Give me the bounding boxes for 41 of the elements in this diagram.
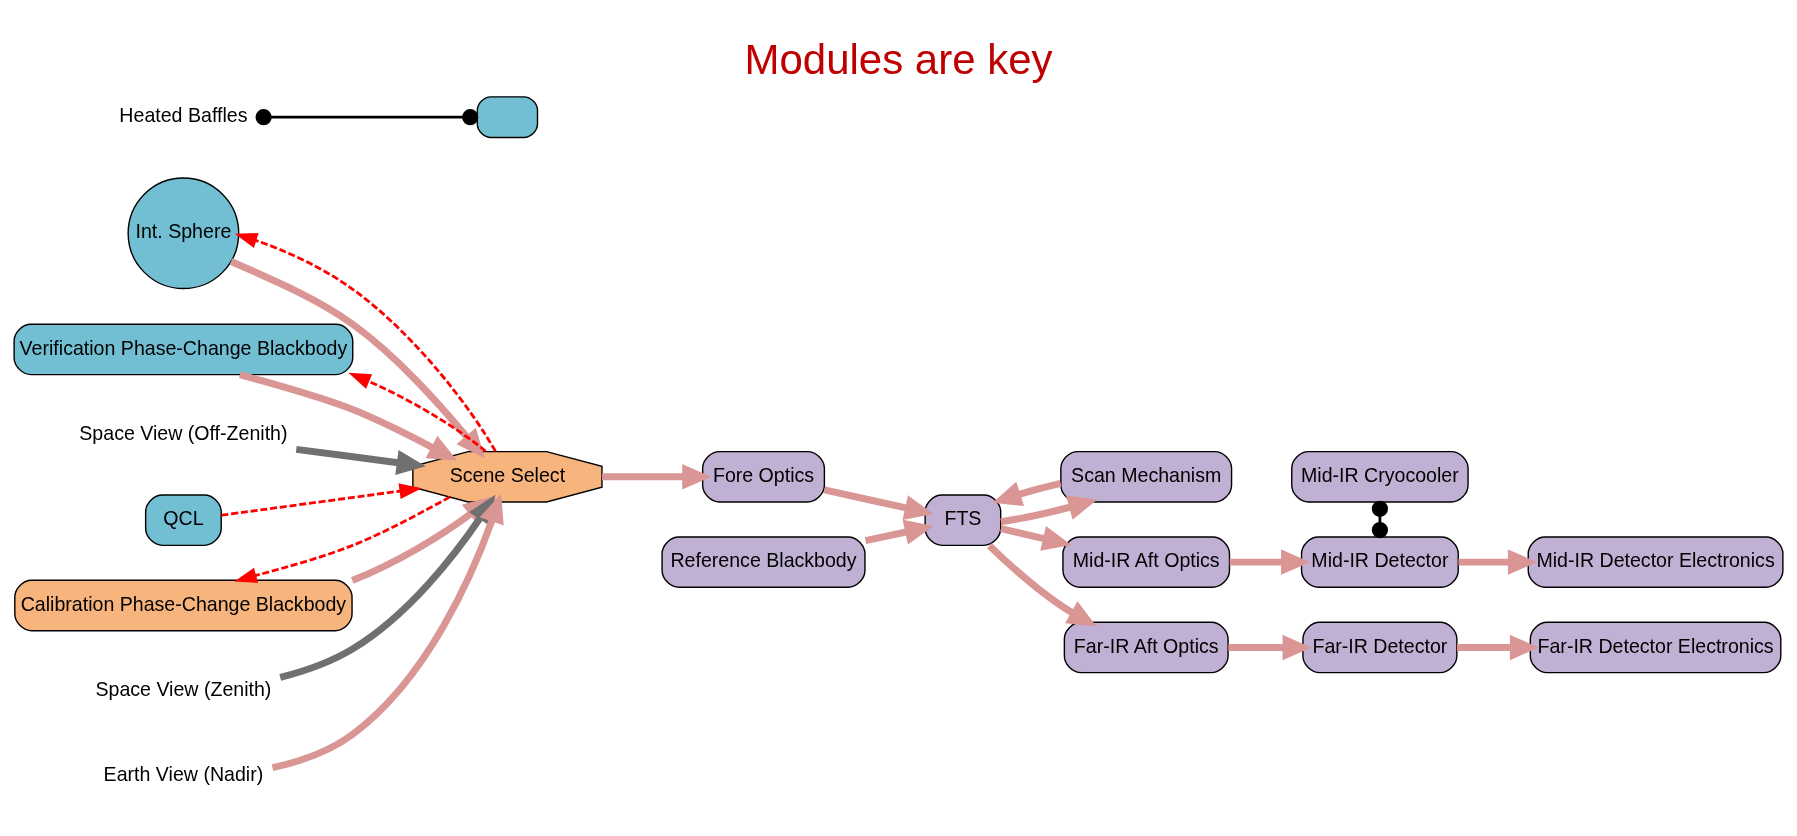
node-box: Verification Phase-Change Blackbody [13, 323, 354, 376]
arrow [1456, 634, 1539, 661]
node-text: Space View (Off-Zenith) [79, 421, 288, 444]
arrow [602, 464, 712, 490]
arrow [992, 480, 1062, 507]
arrow [239, 371, 458, 461]
node-circle: Int. Sphere [127, 177, 240, 290]
arrow [221, 483, 422, 517]
node-box: Calibration Phase-Change Blackbody [14, 579, 353, 632]
arrow [987, 543, 1097, 627]
node-text: Space View (Zenith) [95, 678, 272, 701]
connector [1371, 500, 1388, 539]
arrow [234, 233, 497, 453]
node-text: Heated Baffles [119, 104, 248, 127]
arrow [1458, 549, 1537, 575]
arrow [1000, 525, 1072, 551]
node-box: FTS [924, 494, 1002, 547]
arrow [864, 519, 934, 545]
diagram-title: Modules are key [744, 35, 1053, 83]
node-box: Mid-IR Aft Optics [1062, 536, 1231, 588]
node-box: Scan Mechanism [1060, 450, 1233, 503]
arrow [1229, 549, 1311, 575]
node-box [476, 96, 539, 139]
arrow [1000, 495, 1098, 526]
arrow [295, 445, 426, 476]
arrow [1228, 634, 1312, 661]
node-text: Earth View (Nadir) [103, 763, 264, 786]
node-box: Far-IR Aft Optics [1063, 621, 1229, 674]
node-box: Far-IR Detector Electronics [1529, 621, 1782, 674]
node-box: Mid-IR Cryocooler [1291, 450, 1469, 503]
arrow [234, 495, 451, 583]
arrow [229, 258, 485, 459]
node-box: Far-IR Detector [1302, 621, 1458, 674]
node-box: Mid-IR Detector [1300, 536, 1459, 588]
node-box: Fore Optics [701, 450, 826, 503]
arrow [348, 372, 487, 453]
node-box: Mid-IR Detector Electronics [1527, 536, 1784, 588]
node-box: Reference Blackbody [661, 536, 866, 588]
arrow [823, 486, 934, 521]
connector [255, 109, 479, 126]
node-box: QCL [144, 494, 222, 547]
